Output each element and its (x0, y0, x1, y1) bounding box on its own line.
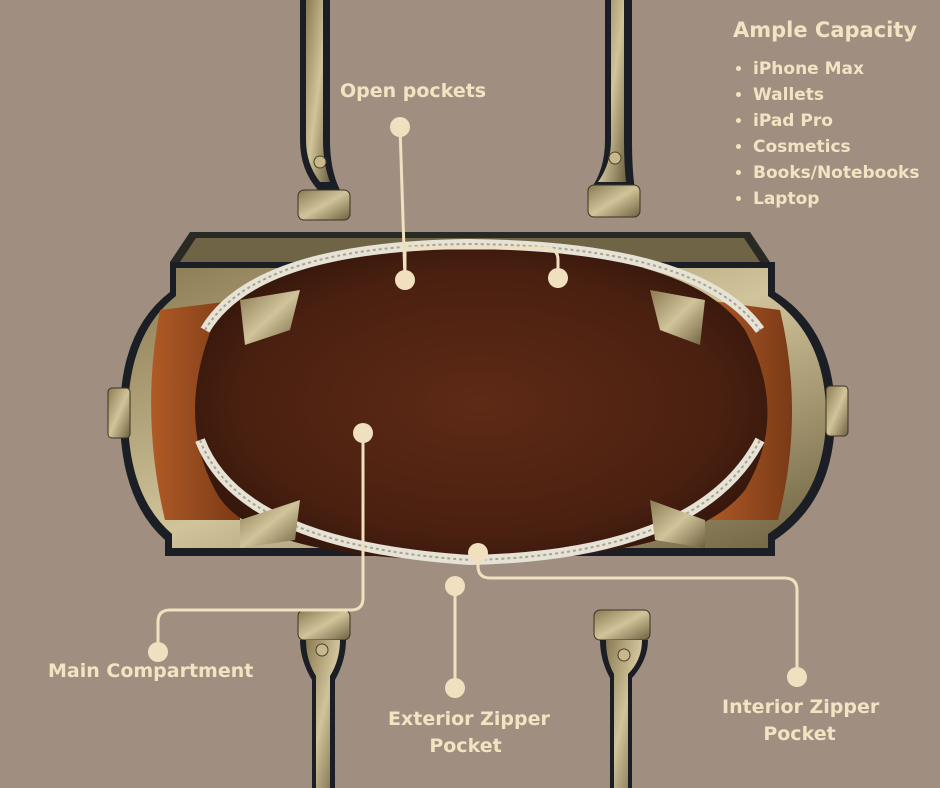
handle-top-left (297, 0, 351, 221)
label-exterior-zipper-pocket: Exterior Zipper Pocket (388, 706, 550, 759)
label-exterior-zipper-line1: Exterior Zipper (388, 708, 550, 730)
capacity-title: Ample Capacity (733, 18, 918, 42)
leader-main-compartment (156, 431, 365, 647)
capacity-item: iPad Pro (753, 108, 919, 134)
leader-open-pockets (398, 125, 560, 282)
dot-open-pockets-top (390, 117, 410, 137)
capacity-item: Laptop (753, 186, 919, 212)
label-interior-zipper-pocket: Interior Zipper Pocket (722, 694, 880, 747)
capacity-item: Wallets (753, 82, 919, 108)
interior-lining (195, 248, 768, 560)
handle-bottom-left (297, 609, 351, 788)
label-interior-zipper-line2: Pocket (763, 722, 836, 745)
label-open-pockets: Open pockets (340, 80, 487, 102)
dot-exterior-zipper-bottom (445, 678, 465, 698)
dot-open-pockets-left (395, 270, 415, 290)
label-exterior-zipper-line2: Pocket (429, 734, 502, 757)
capacity-panel: Ample Capacity iPhone Max Wallets iPad P… (733, 18, 919, 212)
capacity-item: Cosmetics (753, 134, 919, 160)
capacity-item: iPhone Max (753, 56, 919, 82)
handle-bottom-right (593, 609, 651, 788)
label-main-compartment: Main Compartment (48, 660, 254, 682)
handle-top-right (587, 0, 641, 218)
dot-main-compartment-top (353, 423, 373, 443)
dot-main-compartment-bottom (148, 642, 168, 662)
capacity-list: iPhone Max Wallets iPad Pro Cosmetics Bo… (733, 56, 919, 212)
leader-interior-zipper (476, 551, 799, 678)
capacity-item: Books/Notebooks (753, 160, 919, 186)
dot-interior-zipper-top (468, 543, 488, 563)
dot-open-pockets-right (548, 268, 568, 288)
dot-exterior-zipper-top (445, 576, 465, 596)
dot-interior-zipper-bottom (787, 667, 807, 687)
label-interior-zipper-line1: Interior Zipper (722, 696, 880, 718)
